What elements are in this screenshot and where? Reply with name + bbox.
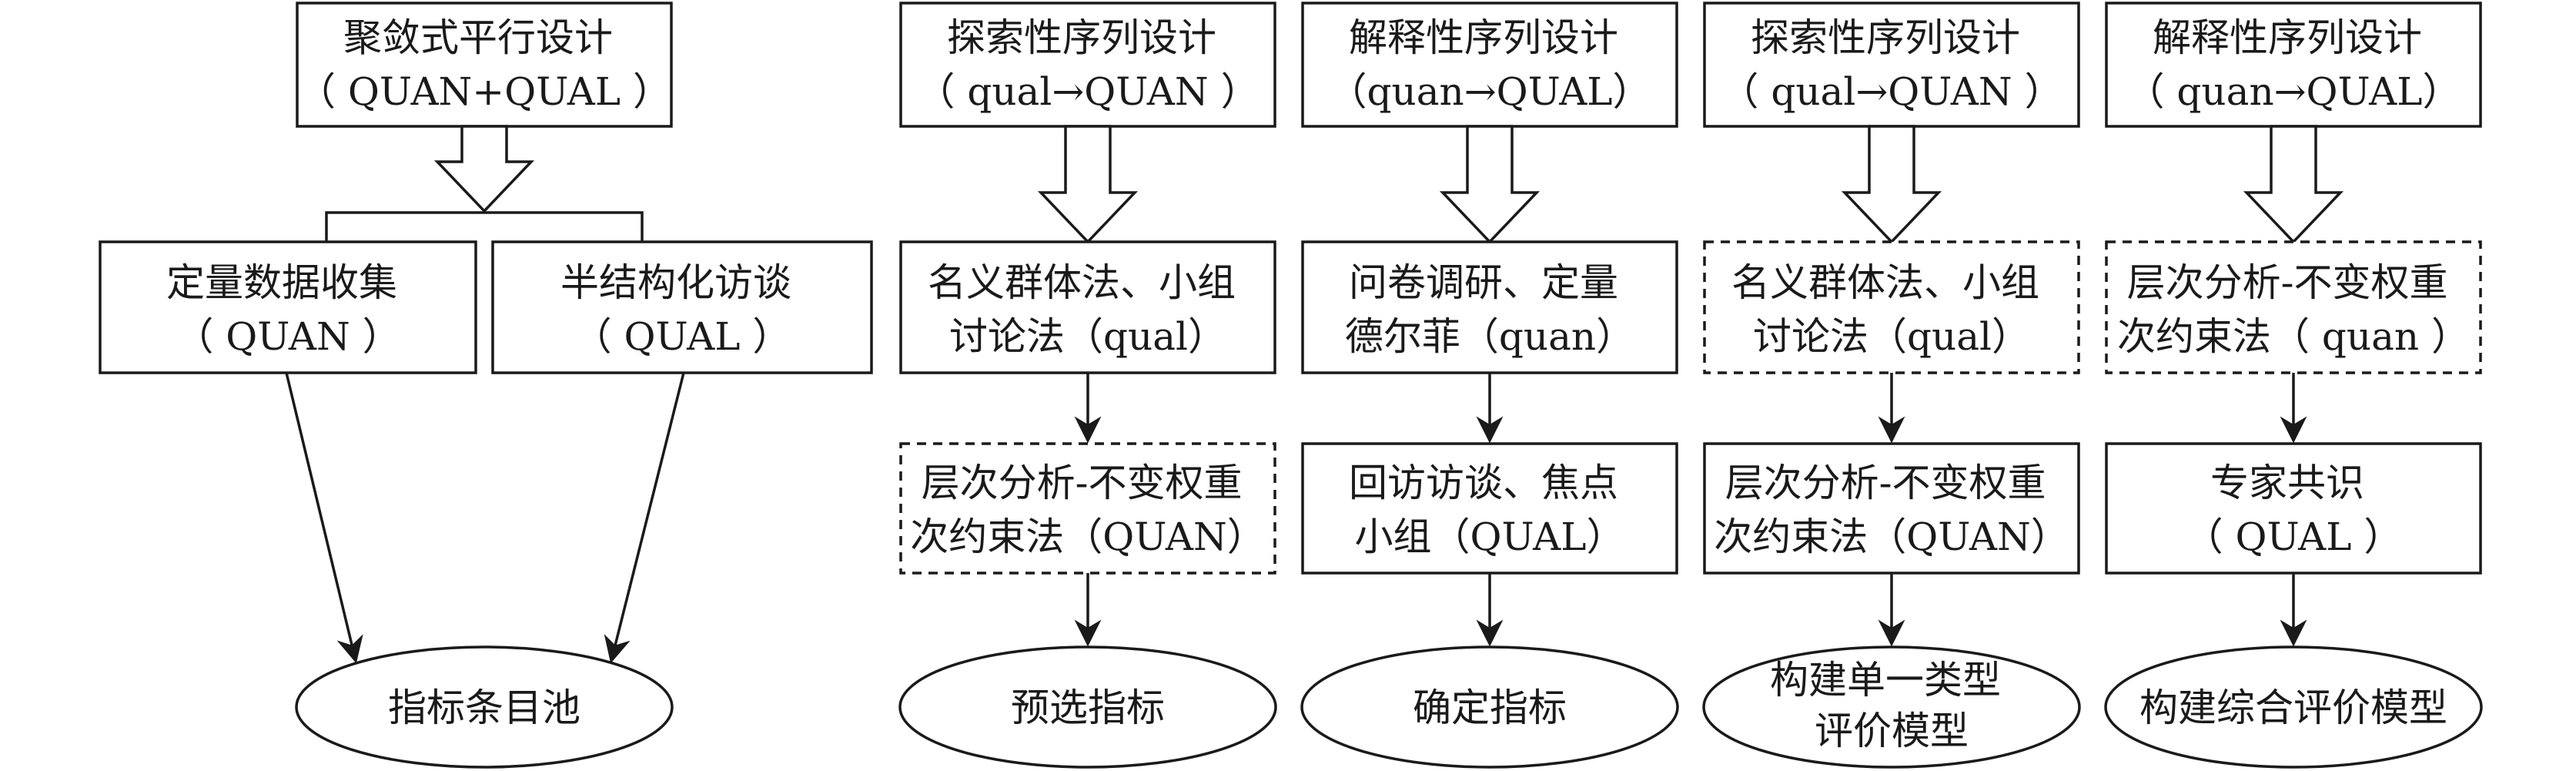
- column-2: 探索性序列设计 （ qual→QUAN ） 名义群体法、小组 讨论法（qual）…: [898, 2, 1277, 769]
- col1-branch-qual-text: 半结构化访谈 （ QUAL ）: [560, 260, 804, 359]
- col2-result-ellipse: [898, 645, 1277, 769]
- column-1: 聚敛式平行设计 （ QUAN+QUAL ） 定量数据收集 （ QUAN ） 半结…: [99, 2, 873, 769]
- col5-step2-box: [2105, 442, 2482, 575]
- col5-step1-text: 层次分析-不变权重 次约束法（ quan ）: [2117, 260, 2470, 359]
- col4-step2-box: [1703, 442, 2080, 575]
- col3-header-text: 解释性序列设计 （quan→QUAL）: [1328, 15, 1651, 114]
- col4-result-text: 构建单一类型 评价模型: [1770, 658, 2013, 753]
- col3-result-ellipse: [1300, 645, 1679, 769]
- col2-step2-box: [899, 442, 1276, 575]
- col2-header-box: [899, 2, 1276, 128]
- col4-step1-box: [1703, 240, 2080, 374]
- col1-arrow-left: [285, 372, 363, 664]
- col1-arrow-right: [604, 372, 685, 664]
- col2-header-text: 探索性序列设计 （ qual→QUAN ）: [916, 15, 1259, 114]
- col4-step2-text: 层次分析-不变权重 次约束法（QUAN）: [1714, 461, 2069, 559]
- col1-header-text: 聚敛式平行设计 （ QUAN+QUAL ）: [297, 15, 671, 114]
- col1-split-bracket: [325, 211, 644, 242]
- col3-header-box: [1301, 2, 1678, 128]
- col1-result-text: 指标条目池: [388, 686, 580, 730]
- col1-result-ellipse: [295, 645, 674, 769]
- col5-header-text: 解释性序列设计 （ quan→QUAL）: [2126, 15, 2461, 114]
- col2-step2-text: 层次分析-不变权重 次约束法（QUAN）: [910, 461, 1265, 559]
- col1-hollow-arrow: [433, 125, 535, 213]
- col1-branch-qual-box: [491, 240, 873, 374]
- col5-result-ellipse: [2104, 645, 2483, 769]
- col2-step1-text: 名义群体法、小组 讨论法（qual）: [928, 260, 1248, 359]
- col4-header-box: [1703, 2, 2080, 128]
- col2-result-text: 预选指标: [1011, 686, 1165, 730]
- col2-hollow-arrow: [1037, 125, 1139, 244]
- col3-result-text: 确定指标: [1413, 686, 1567, 730]
- col5-hollow-arrow: [2243, 125, 2344, 244]
- col1-branch-quan-box: [99, 240, 477, 374]
- col4-header-text: 探索性序列设计 （ qual→QUAN ）: [1720, 15, 2062, 114]
- col4-hollow-arrow: [1841, 125, 1942, 244]
- col3-step2-text: 回访访谈、焦点 小组（QUAL）: [1349, 461, 1631, 559]
- col5-header-box: [2105, 2, 2482, 128]
- column-5: 解释性序列设计 （ quan→QUAL） 层次分析-不变权重 次约束法（ qua…: [2104, 2, 2483, 769]
- column-4: 探索性序列设计 （ qual→QUAN ） 名义群体法、小组 讨论法（qual）…: [1702, 2, 2081, 769]
- col5-result-text: 构建综合评价模型: [2139, 686, 2447, 730]
- col3-hollow-arrow: [1439, 125, 1541, 244]
- col3-step2-box: [1301, 442, 1678, 575]
- col3-step1-text: 问卷调研、定量 德尔菲（quan）: [1345, 260, 1634, 359]
- col1-header-box: [296, 2, 673, 128]
- col4-result-ellipse: [1702, 645, 2081, 769]
- column-3: 解释性序列设计 （quan→QUAL） 问卷调研、定量 德尔菲（quan） 回访…: [1300, 2, 1679, 769]
- col5-step2-text: 专家共识 （ QUAL ）: [2185, 461, 2403, 559]
- col5-step1-box: [2105, 240, 2482, 374]
- col4-step1-text: 名义群体法、小组 讨论法（qual）: [1731, 260, 2052, 359]
- col2-step1-box: [899, 240, 1276, 374]
- col1-branch-quan-text: 定量数据收集 （ QUAN ）: [166, 260, 410, 359]
